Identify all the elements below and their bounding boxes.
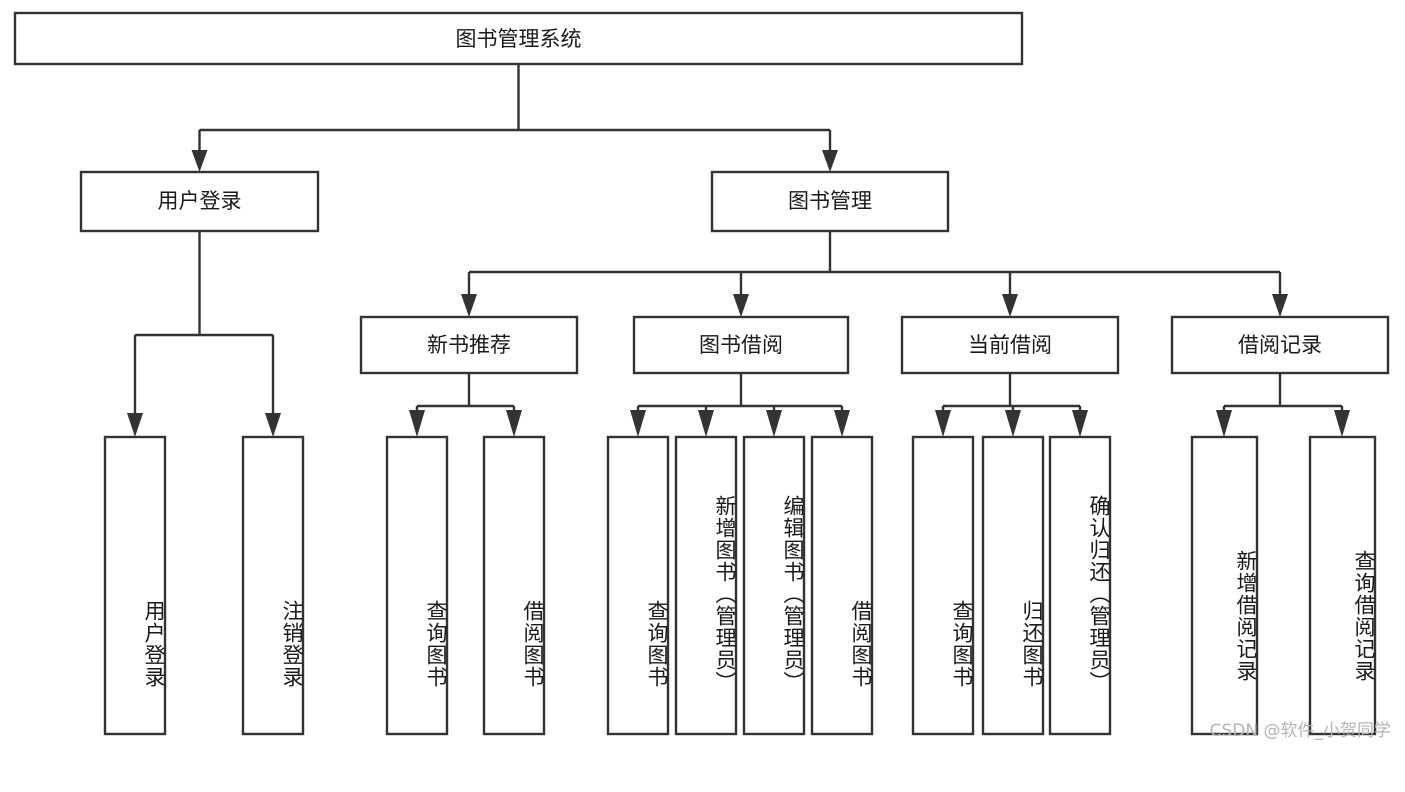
leaf-box-query-book-new[interactable] <box>385 435 449 736</box>
arrow-head-icon <box>822 150 838 172</box>
leaf-box-return-book[interactable] <box>981 435 1045 736</box>
node-book-borrow-box[interactable] <box>632 315 850 375</box>
node-book-manage-box[interactable] <box>710 170 950 233</box>
connector-group-new-book <box>409 373 522 437</box>
leaf-box-add-borrow-record[interactable] <box>1190 435 1259 736</box>
arrow-head-icon <box>265 413 281 437</box>
node-borrow-record-box[interactable] <box>1170 315 1390 375</box>
arrow-head-icon <box>506 410 522 437</box>
arrow-head-icon <box>698 410 714 437</box>
leaf-box-edit-book-admin[interactable] <box>742 435 806 736</box>
connector-group-book-manage <box>461 231 1288 317</box>
leaf-box-borrow-book[interactable] <box>810 435 874 736</box>
arrow-head-icon <box>630 410 646 437</box>
arrow-head-icon <box>834 410 850 437</box>
flowchart-canvas: 图书管理系统 用户登录 图书管理 新书推荐 图书借阅 当前借阅 借阅记录 用户登… <box>13 11 1391 741</box>
arrow-head-icon <box>1002 294 1018 317</box>
arrow-head-icon <box>1334 410 1350 437</box>
arrow-head-icon <box>935 410 951 437</box>
arrow-head-icon <box>409 410 425 437</box>
connector-group-user-login <box>127 231 281 437</box>
node-root-box[interactable] <box>13 11 1024 66</box>
connector-group-borrow-record <box>1216 373 1350 437</box>
node-new-book-label: 新书推荐 <box>427 333 511 357</box>
leaf-box-query-book-current[interactable] <box>911 435 975 736</box>
leaf-box-query-borrow-record[interactable] <box>1308 435 1377 736</box>
node-book-manage-label: 图书管理 <box>788 189 872 213</box>
connector-group-current-borrow <box>935 373 1088 437</box>
node-book-borrow-label: 图书借阅 <box>699 333 783 357</box>
node-new-book-box[interactable] <box>359 315 579 375</box>
arrow-head-icon <box>1005 410 1021 437</box>
node-borrow-record-label: 借阅记录 <box>1238 333 1322 357</box>
arrow-head-icon <box>1272 294 1288 317</box>
connector-group-root <box>191 64 838 172</box>
arrow-head-icon <box>191 150 208 172</box>
leaf-box-add-book-admin[interactable] <box>674 435 738 736</box>
flowchart-svg: 图书管理系统 用户登录 图书管理 新书推荐 图书借阅 当前借阅 借阅记录 <box>13 11 1390 736</box>
leaf-box-borrow-book-new[interactable] <box>482 435 546 736</box>
leaf-box-user-login[interactable] <box>103 435 167 736</box>
arrow-head-icon <box>127 413 143 437</box>
arrow-head-icon <box>733 294 749 317</box>
arrow-head-icon <box>766 410 782 437</box>
leaf-box-logout[interactable] <box>241 435 305 736</box>
connector-group-book-borrow <box>630 373 850 437</box>
node-user-login-box[interactable] <box>79 170 320 233</box>
node-root-label: 图书管理系统 <box>456 27 582 51</box>
node-current-borrow-label: 当前借阅 <box>968 333 1052 357</box>
arrow-head-icon <box>1216 410 1232 437</box>
leaf-box-confirm-return-admin[interactable] <box>1048 435 1112 736</box>
arrow-head-icon <box>461 294 477 317</box>
leaf-box-query-book-borrow[interactable] <box>606 435 670 736</box>
arrow-head-icon <box>1072 410 1088 437</box>
node-current-borrow-box[interactable] <box>900 315 1120 375</box>
node-user-login-label: 用户登录 <box>158 189 242 213</box>
